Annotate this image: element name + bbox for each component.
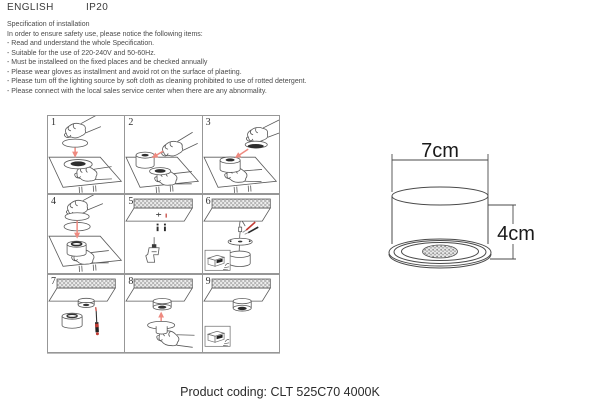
step-2-cell: 2 (125, 116, 202, 194)
spec-item: - Please wear gloves as installment and … (7, 68, 242, 76)
step-number: 3 (205, 117, 211, 128)
step-number: 2 (128, 117, 134, 128)
step-3-diagram (203, 119, 279, 194)
step-8-cell: 8 (125, 274, 202, 352)
language-label: ENGLISH (7, 2, 54, 13)
step-4-diagram (48, 195, 122, 273)
step-4-cell: 4 (48, 195, 125, 273)
step-number: 4 (51, 196, 56, 208)
spec-item: - Must be installeed on the fixed places… (7, 59, 208, 66)
step-8-diagram (125, 278, 198, 352)
spec-item: - Please turn off the lighting source by… (7, 78, 307, 85)
specification-block: Specification of installation In order t… (7, 20, 397, 96)
width-dimension-label: 7cm (421, 140, 459, 162)
spec-item: - Please connect with the local sales se… (7, 87, 267, 95)
step-6-cell: 6 (202, 195, 279, 273)
step-number: 1 (51, 117, 56, 128)
step-9-diagram (203, 278, 271, 347)
spec-item: - Suitable for the use of 220-240V and 5… (7, 49, 156, 57)
step-5-diagram (125, 198, 194, 264)
spec-item: - Read and understand the whole Specific… (7, 40, 155, 47)
step-6-diagram (203, 198, 271, 271)
height-dimension-label: 4cm (497, 223, 535, 245)
step-3-cell: 3 (202, 116, 279, 194)
spec-title: Specification of installation (7, 21, 90, 28)
step-number: 9 (205, 275, 211, 287)
step-1-diagram (48, 116, 122, 194)
step-9-cell: 9 (202, 274, 279, 352)
step-number: 7 (51, 275, 56, 287)
step-5-cell: 5 (125, 195, 202, 273)
step-number: 6 (205, 196, 211, 208)
step-number: 5 (128, 196, 134, 208)
step-2-diagram (125, 131, 200, 194)
installation-steps-grid: 1 2 (47, 115, 280, 353)
product-coding: Product coding: CLT 525C70 4000K (180, 385, 380, 399)
step-1-cell: 1 (48, 116, 125, 194)
step-number: 8 (128, 275, 134, 287)
product-dimension-drawing: 7cm 4cm (388, 140, 535, 269)
step-7-cell: 7 (48, 274, 125, 352)
ip-rating-label: IP20 (86, 2, 109, 13)
step-7-diagram (48, 278, 116, 335)
spec-intro: In order to ensure safety use, please no… (7, 30, 203, 38)
